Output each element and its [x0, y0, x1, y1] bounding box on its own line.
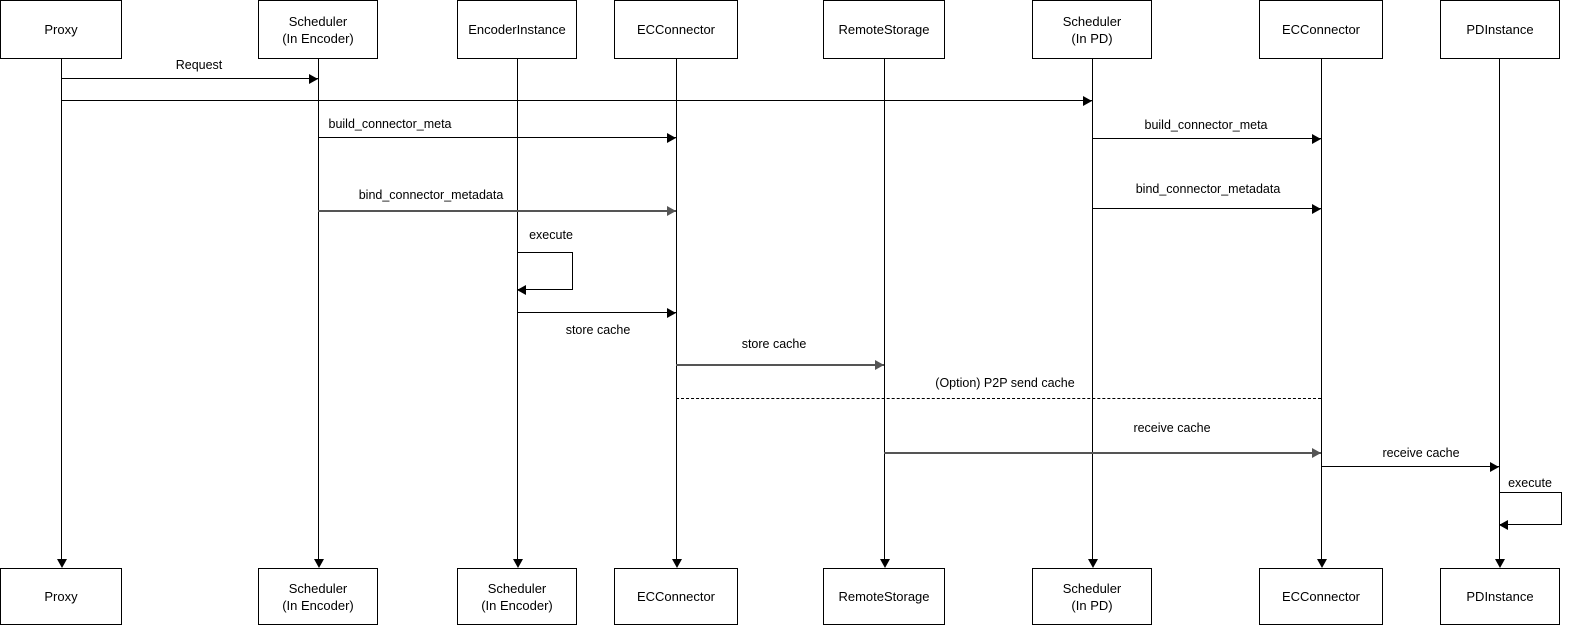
participant-label-bottom-pd_instance: PDInstance — [1466, 589, 1534, 604]
participant-box-top-remote_storage[interactable]: RemoteStorage — [823, 0, 945, 59]
message-label-m6: bind_connector_metadata — [1135, 182, 1281, 196]
lifeline-sched_encoder — [318, 59, 319, 560]
participant-box-bottom-pd_instance[interactable]: PDInstance — [1440, 568, 1560, 625]
message-line-m11 — [884, 452, 1321, 454]
self-message-m13 — [1499, 492, 1562, 525]
participant-label-top-sched_pd: Scheduler (In PD) — [1062, 13, 1122, 46]
participant-label-top-pd_instance: PDInstance — [1466, 22, 1534, 37]
message-line-m4 — [1092, 138, 1321, 139]
message-label-m11: receive cache — [1133, 421, 1211, 435]
arrowhead-m3 — [667, 133, 676, 143]
arrowhead-m8 — [667, 308, 676, 318]
arrowhead-m2 — [1083, 96, 1092, 106]
participant-box-top-sched_pd[interactable]: Scheduler (In PD) — [1032, 0, 1152, 59]
arrowhead-m12 — [1490, 462, 1499, 472]
message-line-m10 — [676, 398, 1321, 399]
lifeline-ecconnector_pd — [1321, 59, 1322, 560]
self-message-m7 — [517, 252, 573, 290]
message-line-m3 — [318, 137, 676, 138]
lifeline-end-arrow-ecconnector_enc — [672, 559, 682, 568]
message-label-m4: build_connector_meta — [1144, 118, 1268, 132]
participant-label-top-ecconnector_enc: ECConnector — [636, 22, 716, 37]
participant-label-top-sched_encoder: Scheduler (In Encoder) — [282, 13, 354, 46]
participant-label-bottom-ecconnector_enc: ECConnector — [636, 589, 716, 604]
participant-box-top-sched_encoder[interactable]: Scheduler (In Encoder) — [258, 0, 378, 59]
participant-box-bottom-ecconnector_pd[interactable]: ECConnector — [1259, 568, 1383, 625]
lifeline-end-arrow-proxy — [57, 559, 67, 568]
message-line-m5 — [318, 210, 676, 212]
lifeline-end-arrow-sched_encoder — [314, 559, 324, 568]
participant-box-bottom-proxy[interactable]: Proxy — [0, 568, 122, 625]
lifeline-sched_pd — [1092, 59, 1093, 560]
message-line-m8 — [517, 312, 676, 313]
participant-label-bottom-sched_encoder: Scheduler (In Encoder) — [282, 580, 354, 613]
lifeline-ecconnector_enc — [676, 59, 677, 560]
participant-label-bottom-proxy: Proxy — [44, 589, 78, 604]
lifeline-proxy — [61, 59, 62, 560]
participant-box-bottom-ecconnector_enc[interactable]: ECConnector — [614, 568, 738, 625]
arrowhead-m1 — [309, 74, 318, 84]
participant-box-top-encoder_inst[interactable]: EncoderInstance — [457, 0, 577, 59]
message-label-m1: Request — [175, 58, 223, 72]
message-line-m9 — [676, 364, 884, 366]
message-label-m3: build_connector_meta — [328, 117, 452, 131]
message-label-m9: store cache — [741, 337, 807, 351]
message-label-m5: bind_connector_metadata — [358, 188, 504, 202]
arrowhead-m9 — [875, 360, 884, 370]
lifeline-remote_storage — [884, 59, 885, 560]
participant-box-bottom-sched_pd[interactable]: Scheduler (In PD) — [1032, 568, 1152, 625]
participant-box-bottom-encoder_inst[interactable]: Scheduler (In Encoder) — [457, 568, 577, 625]
message-label-m10: (Option) P2P send cache — [935, 376, 1075, 390]
message-label-m8: store cache — [565, 323, 631, 337]
lifeline-end-arrow-remote_storage — [880, 559, 890, 568]
participant-label-bottom-remote_storage: RemoteStorage — [838, 589, 930, 604]
participant-label-top-proxy: Proxy — [44, 22, 78, 37]
lifeline-pd_instance — [1499, 59, 1500, 560]
participant-box-bottom-sched_encoder[interactable]: Scheduler (In Encoder) — [258, 568, 378, 625]
participant-box-top-proxy[interactable]: Proxy — [0, 0, 122, 59]
participant-label-top-encoder_inst: EncoderInstance — [468, 22, 566, 37]
arrowhead-m13 — [1499, 520, 1508, 530]
message-label-m7: execute — [529, 228, 573, 242]
message-line-m6 — [1092, 208, 1321, 209]
message-line-m1 — [61, 78, 318, 79]
participant-label-bottom-encoder_inst: Scheduler (In Encoder) — [481, 580, 553, 613]
message-line-m12 — [1321, 466, 1499, 467]
participant-label-top-ecconnector_pd: ECConnector — [1281, 22, 1361, 37]
participant-label-bottom-sched_pd: Scheduler (In PD) — [1062, 580, 1122, 613]
participant-box-top-pd_instance[interactable]: PDInstance — [1440, 0, 1560, 59]
message-label-m13: execute — [1508, 476, 1552, 490]
arrowhead-m11 — [1312, 448, 1321, 458]
lifeline-end-arrow-ecconnector_pd — [1317, 559, 1327, 568]
arrowhead-m7 — [517, 285, 526, 295]
participant-box-top-ecconnector_enc[interactable]: ECConnector — [614, 0, 738, 59]
lifeline-encoder_inst — [517, 59, 518, 560]
arrowhead-m4 — [1312, 134, 1321, 144]
arrowhead-m6 — [1312, 204, 1321, 214]
lifeline-end-arrow-sched_pd — [1088, 559, 1098, 568]
participant-box-top-ecconnector_pd[interactable]: ECConnector — [1259, 0, 1383, 59]
participant-label-bottom-ecconnector_pd: ECConnector — [1281, 589, 1361, 604]
arrowhead-m5 — [667, 206, 676, 216]
participant-box-bottom-remote_storage[interactable]: RemoteStorage — [823, 568, 945, 625]
message-line-m2 — [61, 100, 1092, 101]
message-label-m12: receive cache — [1382, 446, 1460, 460]
lifeline-end-arrow-pd_instance — [1495, 559, 1505, 568]
lifeline-end-arrow-encoder_inst — [513, 559, 523, 568]
participant-label-top-remote_storage: RemoteStorage — [838, 22, 930, 37]
